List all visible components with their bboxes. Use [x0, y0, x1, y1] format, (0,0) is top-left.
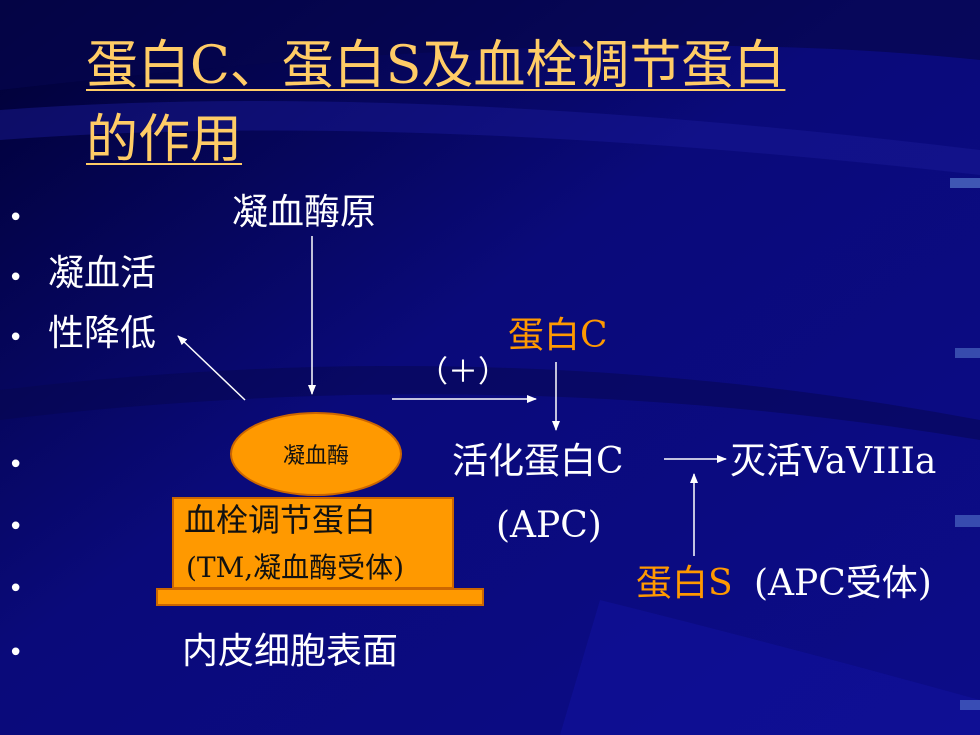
bullet-5: •	[8, 512, 24, 542]
protein-s-label: 蛋白S	[636, 563, 733, 604]
apc-receptor-label: (APC受体)	[754, 563, 932, 604]
apc-abbreviation: (APC)	[496, 505, 602, 546]
plus-label: （＋）	[418, 355, 508, 390]
bullet-2: •	[8, 263, 24, 293]
protein-c-label: 蛋白C	[508, 315, 608, 356]
bullet-4: •	[8, 450, 24, 480]
bullet-7: •	[8, 638, 24, 668]
activated-protein-c-label: 活化蛋白C	[452, 441, 624, 482]
tm-label-line2: (TM,凝血酶受体)	[186, 551, 405, 584]
bullet-3: •	[8, 323, 24, 353]
slide-title-line1: 蛋白C、蛋白S及血栓调节蛋白	[86, 36, 786, 96]
bullet-1: •	[8, 203, 24, 233]
endothelium-base-bar	[156, 588, 484, 606]
inactivates-factors-label: 灭活VaVIIIa	[730, 441, 937, 482]
thrombin-label: 凝血酶	[282, 444, 349, 469]
coag-activity-label-1: 凝血活	[48, 253, 157, 294]
endothelium-surface-label: 内皮细胞表面	[182, 631, 399, 672]
thrombin-ellipse: 凝血酶	[230, 412, 402, 496]
tm-label-line1: 血栓调节蛋白	[184, 501, 377, 539]
slide-title-line2: 的作用	[86, 110, 243, 170]
coag-activity-label-2: 性降低	[48, 313, 157, 354]
bullet-6: •	[8, 574, 24, 604]
prothrombin-label: 凝血酶原	[232, 192, 377, 233]
